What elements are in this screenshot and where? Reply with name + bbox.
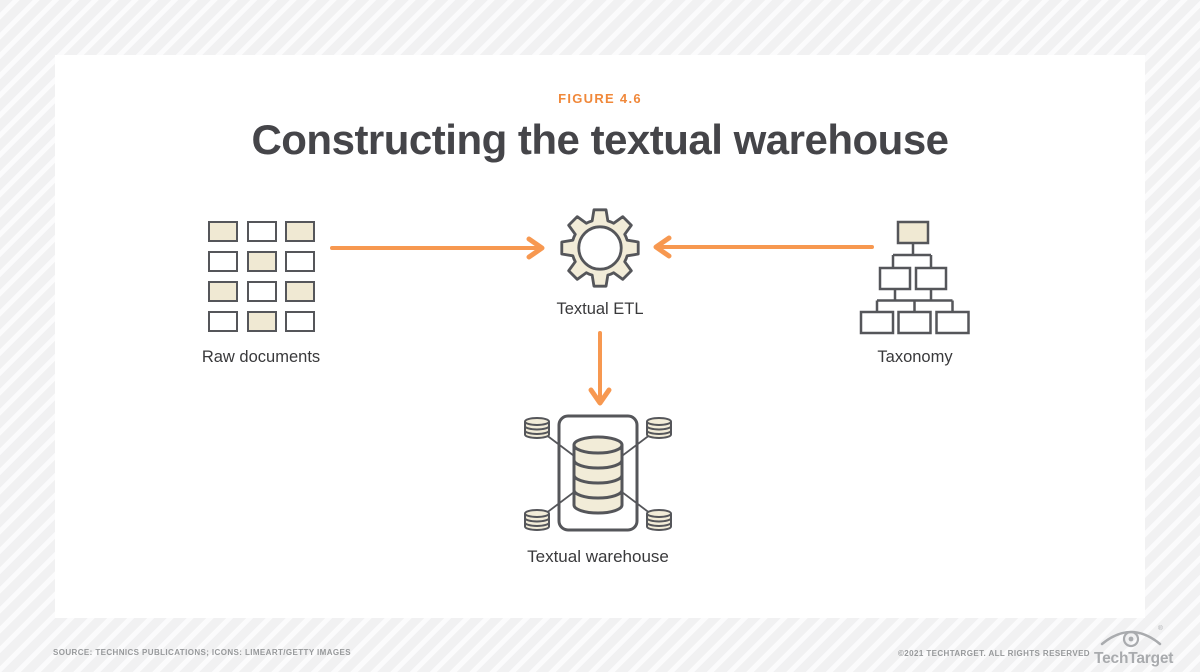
document-cell	[246, 311, 277, 332]
document-cell	[285, 251, 315, 272]
raw-documents-icon	[208, 221, 315, 332]
document-cell	[246, 251, 277, 272]
document-cell	[246, 281, 277, 302]
techtarget-eye-icon: ®	[1100, 624, 1163, 648]
gear-icon	[560, 208, 640, 288]
copyright-notice: ©2021 TECHTARGET. ALL RIGHTS RESERVED	[898, 649, 1090, 658]
document-cell	[208, 311, 238, 332]
page-title: Constructing the textual warehouse	[251, 116, 949, 163]
techtarget-wordmark: TechTarget	[1094, 650, 1174, 667]
document-cell	[208, 251, 238, 272]
textual-warehouse-label: Textual warehouse	[527, 547, 669, 566]
taxonomy-label: Taxonomy	[877, 348, 953, 366]
document-cell	[285, 311, 315, 332]
arrow-raw-to-etl-icon	[330, 236, 545, 260]
document-cell	[246, 221, 277, 242]
document-cell	[208, 281, 238, 302]
figure-number-label: FIGURE 4.6	[558, 91, 642, 106]
document-cell	[285, 221, 315, 242]
arrow-taxonomy-to-etl-icon	[653, 235, 874, 259]
database-warehouse-icon	[524, 414, 672, 532]
raw-documents-label: Raw documents	[201, 348, 321, 366]
document-cell	[208, 221, 238, 242]
textual-etl-label: Textual ETL	[556, 300, 644, 318]
arrow-etl-to-warehouse-icon	[588, 331, 612, 406]
svg-text:®: ®	[1158, 624, 1163, 632]
source-credit: SOURCE: TECHNICS PUBLICATIONS; ICONS: LI…	[53, 648, 352, 657]
techtarget-logo: ® TechTarget	[1094, 622, 1174, 668]
document-cell	[285, 281, 315, 302]
taxonomy-icon	[859, 220, 970, 335]
